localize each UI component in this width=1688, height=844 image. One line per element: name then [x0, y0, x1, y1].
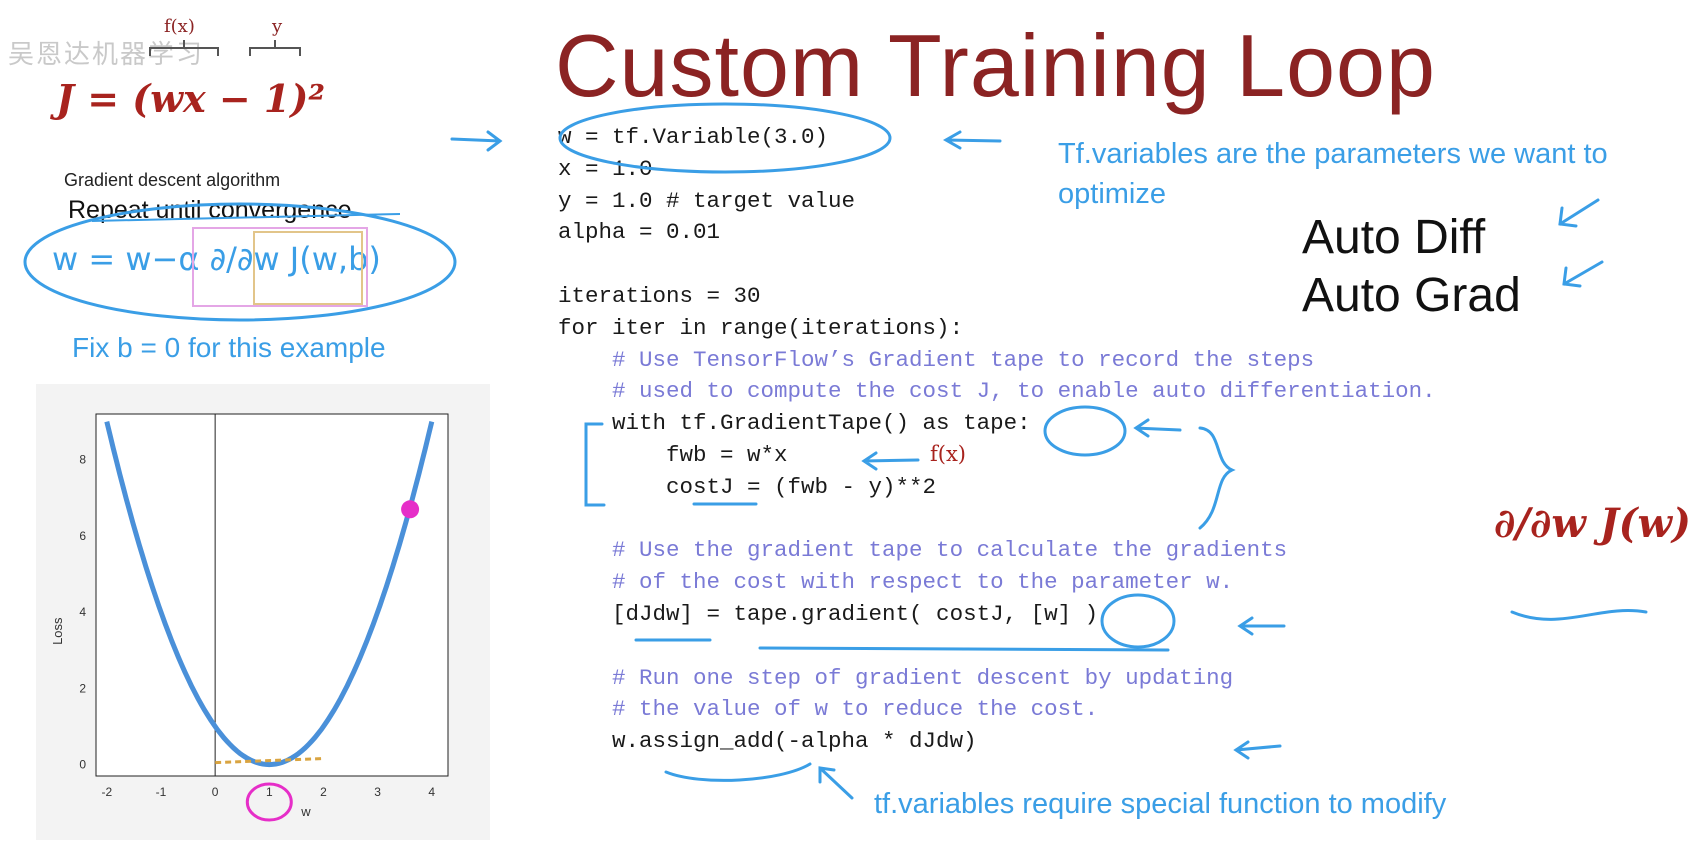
code-line: alpha = 0.01: [558, 219, 721, 246]
code-line: costJ = (fwb - y)**2: [558, 473, 937, 500]
code-line: with tf.GradientTape() as tape:: [558, 410, 1031, 437]
fx-handwritten: f(x): [930, 442, 967, 466]
y-tick-label: 6: [79, 529, 86, 543]
code-line: y = 1.0 # target value: [558, 187, 856, 214]
code-comment-line: # used to compute the cost J, to enable …: [558, 378, 1436, 405]
code-comment-line: # Use the gradient tape to calculate the…: [558, 537, 1288, 564]
x-tick-label: 4: [428, 785, 435, 799]
x-tick-label: 2: [320, 785, 327, 799]
current-w-marker: [401, 500, 420, 519]
derivative-formula: ∂/∂w J(w): [1494, 500, 1688, 547]
arrow-special-icon: [818, 766, 854, 800]
loss-curve-line: [104, 421, 435, 768]
special-function-note: tf.variables require special function to…: [874, 788, 1447, 820]
code-line: w.assign_add(-alpha * dJdw): [558, 728, 977, 755]
code-line: [dJdw] = tape.gradient( costJ, [w] ): [558, 600, 1099, 627]
y-tick-label: 4: [79, 605, 86, 619]
code-comment-line: # Run one step of gradient descent by up…: [558, 664, 1234, 691]
y-axis-label: Loss: [50, 617, 65, 645]
code-line: [558, 631, 1436, 663]
plot-area: [95, 413, 449, 777]
repeat-text: Repeat until convergence: [68, 196, 352, 224]
code-line: for iter in range(iterations):: [558, 314, 964, 341]
code-line: fwb = w*x: [558, 441, 788, 468]
update-rule: w = w−α ∂/∂w J(w,b): [52, 240, 381, 278]
x-tick-label: -1: [156, 785, 167, 799]
x-tick-label: 1: [266, 785, 273, 799]
y-tick-label: 0: [79, 758, 86, 772]
watermark: 吴恩达机器学习: [8, 39, 205, 69]
code-comment-line: # the value of w to reduce the cost.: [558, 696, 1099, 723]
slide-title: Custom Training Loop: [555, 16, 1436, 115]
formula-brace-y: [249, 40, 301, 56]
auto-diff-label: Auto Diff: [1302, 211, 1486, 264]
x-tick-label: 0: [212, 785, 219, 799]
cost-formula: J = (wx − 1)²: [56, 76, 325, 121]
formula-y-label: y: [272, 16, 283, 37]
assign-add-underline: [664, 762, 812, 782]
x-axis-label: w: [300, 804, 311, 819]
formula-fx-label: f(x): [164, 16, 195, 37]
y-tick-label: 2: [79, 681, 86, 695]
loss-plot: -2 -1 0 1 2 3 4 0 2 4 6 8 w Loss: [36, 384, 490, 840]
fix-b-note: Fix b = 0 for this example: [72, 332, 386, 363]
gradient-step-dashes: [215, 757, 324, 765]
tf-variables-note: Tf.variables are the parameters we want …: [1058, 138, 1608, 210]
y-tick-label: 8: [79, 453, 86, 467]
derivative-squiggle: [1510, 609, 1648, 621]
code-comment-line: # Use TensorFlow’s Gradient tape to reco…: [558, 346, 1315, 373]
x-tick-label: -2: [101, 785, 112, 799]
loss-plot-svg: -2 -1 0 1 2 3 4 0 2 4 6 8 w Loss: [50, 413, 449, 822]
code-line: iterations = 30: [558, 282, 761, 309]
code-line: [558, 504, 1436, 536]
arrow-auto-grad-icon: [1562, 260, 1604, 288]
x-tick-label: 3: [374, 785, 381, 799]
code-comment-line: # of the cost with respect to the parame…: [558, 569, 1234, 596]
arrow-into-code-icon: [450, 130, 503, 152]
minimum-circle: [245, 782, 293, 822]
auto-grad-label: Auto Grad: [1302, 269, 1521, 322]
gradient-descent-heading: Gradient descent algorithm: [64, 170, 281, 190]
